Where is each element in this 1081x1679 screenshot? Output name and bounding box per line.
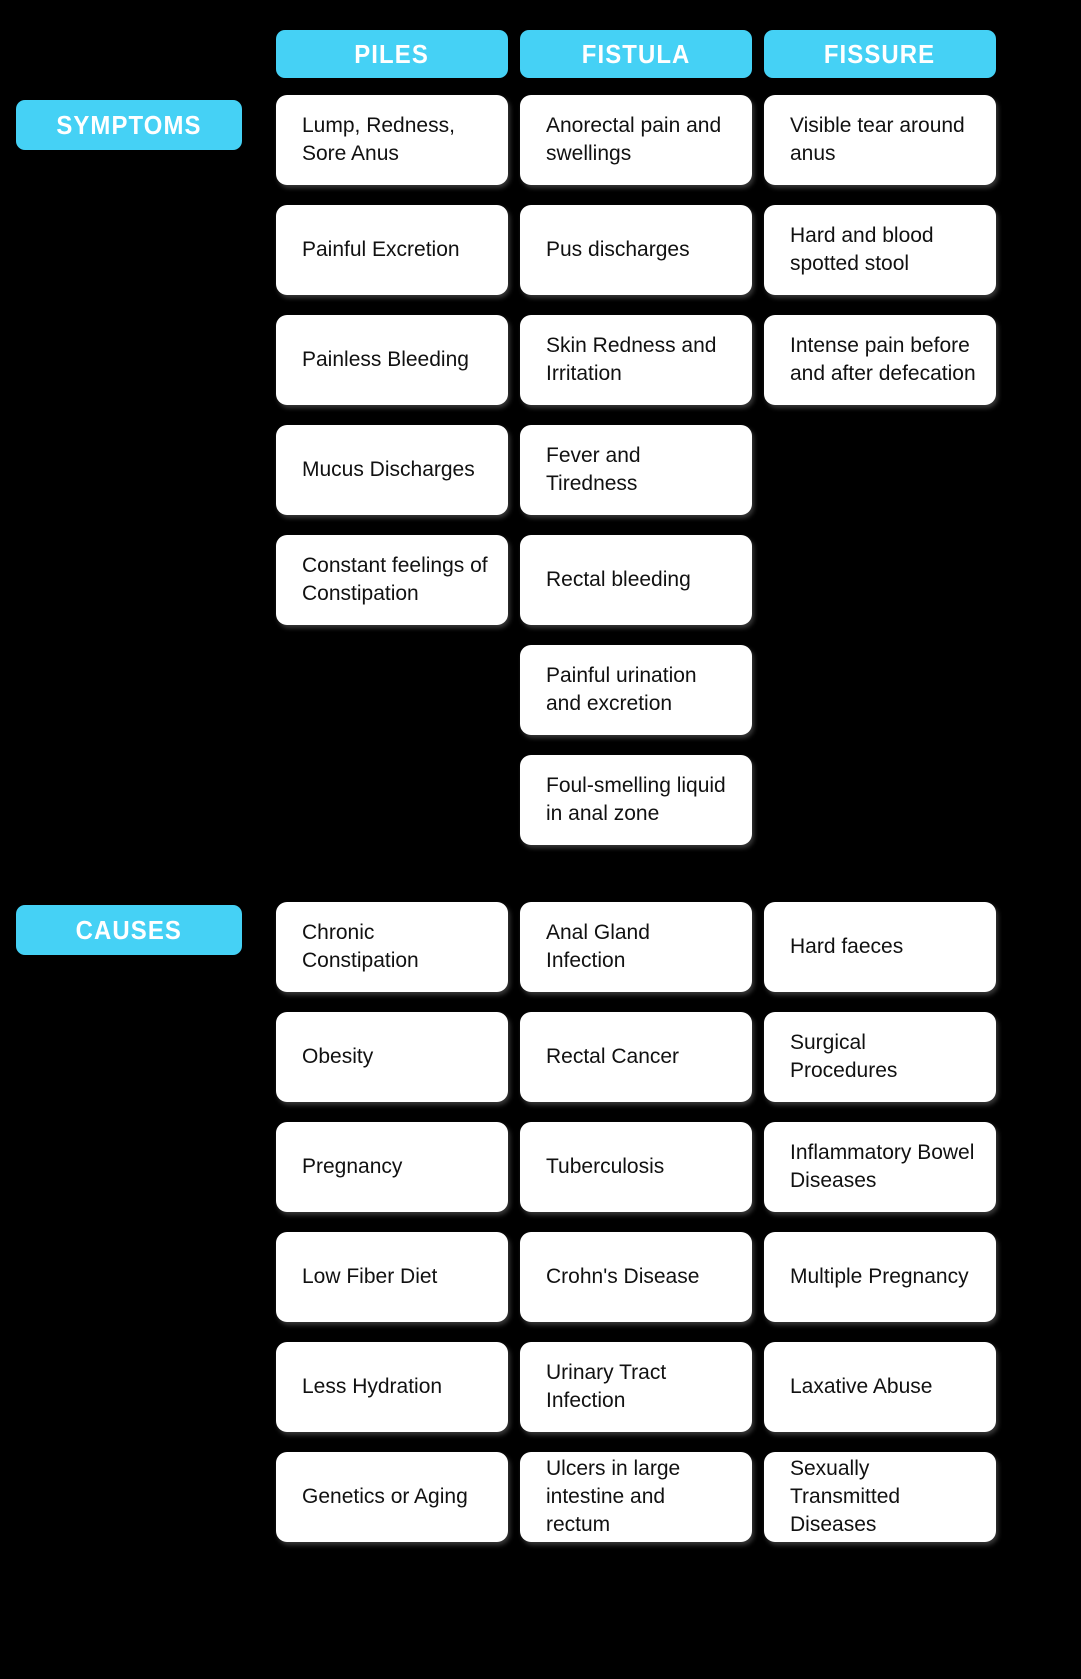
section-badge-label: SYMPTOMS xyxy=(56,109,202,140)
card-causes-fissure-2: Surgical Procedures xyxy=(764,1012,996,1102)
card-causes-fissure-4: Multiple Pregnancy xyxy=(764,1232,996,1322)
card-symptoms-fistula-2: Pus discharges xyxy=(520,205,752,295)
section-badge-label: CAUSES xyxy=(75,914,183,945)
card-text: Lump, Redness, Sore Anus xyxy=(302,114,455,165)
card-text: Less Hydration xyxy=(302,1375,443,1399)
card-text: Skin Redness and Irritation xyxy=(546,334,717,385)
card-text: Intense pain before and after defecation xyxy=(790,334,976,385)
card-causes-fissure-5: Laxative Abuse xyxy=(764,1342,996,1432)
card-symptoms-fistula-6: Painful urination and excretion xyxy=(520,645,752,735)
card-text: Inflammatory Bowel Diseases xyxy=(790,1141,975,1192)
card-symptoms-fissure-1: Visible tear around anus xyxy=(764,95,996,185)
card-causes-fistula-2: Rectal Cancer xyxy=(520,1012,752,1102)
card-text: Low Fiber Diet xyxy=(302,1265,438,1289)
card-symptoms-piles-4: Mucus Discharges xyxy=(276,425,508,515)
column-header-label: FISSURE xyxy=(824,38,936,69)
card-causes-piles-3: Pregnancy xyxy=(276,1122,508,1212)
card-symptoms-piles-1: Lump, Redness, Sore Anus xyxy=(276,95,508,185)
card-causes-piles-1: Chronic Constipation xyxy=(276,902,508,992)
column-header-label: PILES xyxy=(354,38,430,69)
card-symptoms-piles-5: Constant feelings of Constipation xyxy=(276,535,508,625)
card-causes-fistula-6: Ulcers in large intestine and rectum xyxy=(520,1452,752,1542)
card-text: Anal Gland Infection xyxy=(546,921,650,972)
card-text: Visible tear around anus xyxy=(790,114,965,165)
card-text: Fever and Tiredness xyxy=(546,444,641,495)
card-causes-piles-4: Low Fiber Diet xyxy=(276,1232,508,1322)
section-badge-causes: CAUSES xyxy=(16,905,242,955)
column-header-fistula: FISTULA xyxy=(520,30,752,78)
card-text: Rectal bleeding xyxy=(546,568,691,592)
card-causes-piles-5: Less Hydration xyxy=(276,1342,508,1432)
card-text: Chronic Constipation xyxy=(302,921,419,972)
card-symptoms-fistula-3: Skin Redness and Irritation xyxy=(520,315,752,405)
card-text: Foul-smelling liquid in anal zone xyxy=(546,774,726,825)
card-causes-fistula-5: Urinary Tract Infection xyxy=(520,1342,752,1432)
card-symptoms-fistula-1: Anorectal pain and swellings xyxy=(520,95,752,185)
card-text: Tuberculosis xyxy=(546,1155,665,1179)
card-text: Hard and blood spotted stool xyxy=(790,224,934,275)
card-causes-fissure-1: Hard faeces xyxy=(764,902,996,992)
card-symptoms-piles-2: Painful Excretion xyxy=(276,205,508,295)
card-causes-fistula-3: Tuberculosis xyxy=(520,1122,752,1212)
card-symptoms-fissure-2: Hard and blood spotted stool xyxy=(764,205,996,295)
card-text: Painful urination and excretion xyxy=(546,664,697,715)
card-causes-piles-6: Genetics or Aging xyxy=(276,1452,508,1542)
card-text: Pregnancy xyxy=(302,1155,403,1179)
card-symptoms-fissure-3: Intense pain before and after defecation xyxy=(764,315,996,405)
card-text: Sexually Transmitted Diseases xyxy=(790,1457,901,1536)
card-symptoms-piles-3: Painless Bleeding xyxy=(276,315,508,405)
card-text: Rectal Cancer xyxy=(546,1045,680,1069)
card-text: Anorectal pain and swellings xyxy=(546,114,722,165)
card-text: Mucus Discharges xyxy=(302,458,475,482)
card-text: Constant feelings of Constipation xyxy=(302,554,488,605)
card-causes-fistula-1: Anal Gland Infection xyxy=(520,902,752,992)
column-header-label: FISTULA xyxy=(581,38,691,69)
card-causes-fissure-3: Inflammatory Bowel Diseases xyxy=(764,1122,996,1212)
card-text: Laxative Abuse xyxy=(790,1375,933,1399)
card-causes-piles-2: Obesity xyxy=(276,1012,508,1102)
section-badge-symptoms: SYMPTOMS xyxy=(16,100,242,150)
card-causes-fissure-6: Sexually Transmitted Diseases xyxy=(764,1452,996,1542)
card-text: Obesity xyxy=(302,1045,374,1069)
card-text: Crohn's Disease xyxy=(546,1265,700,1289)
card-text: Urinary Tract Infection xyxy=(546,1361,667,1412)
card-text: Pus discharges xyxy=(546,238,690,262)
card-text: Genetics or Aging xyxy=(302,1485,468,1509)
card-causes-fistula-4: Crohn's Disease xyxy=(520,1232,752,1322)
card-text: Ulcers in large intestine and rectum xyxy=(546,1457,681,1536)
card-symptoms-fistula-4: Fever and Tiredness xyxy=(520,425,752,515)
card-text: Painless Bleeding xyxy=(302,348,469,372)
card-symptoms-fistula-5: Rectal bleeding xyxy=(520,535,752,625)
column-header-piles: PILES xyxy=(276,30,508,78)
card-text: Surgical Procedures xyxy=(790,1031,898,1082)
column-header-fissure: FISSURE xyxy=(764,30,996,78)
card-text: Multiple Pregnancy xyxy=(790,1265,969,1289)
card-symptoms-fistula-7: Foul-smelling liquid in anal zone xyxy=(520,755,752,845)
card-text: Painful Excretion xyxy=(302,238,460,262)
card-text: Hard faeces xyxy=(790,935,904,959)
